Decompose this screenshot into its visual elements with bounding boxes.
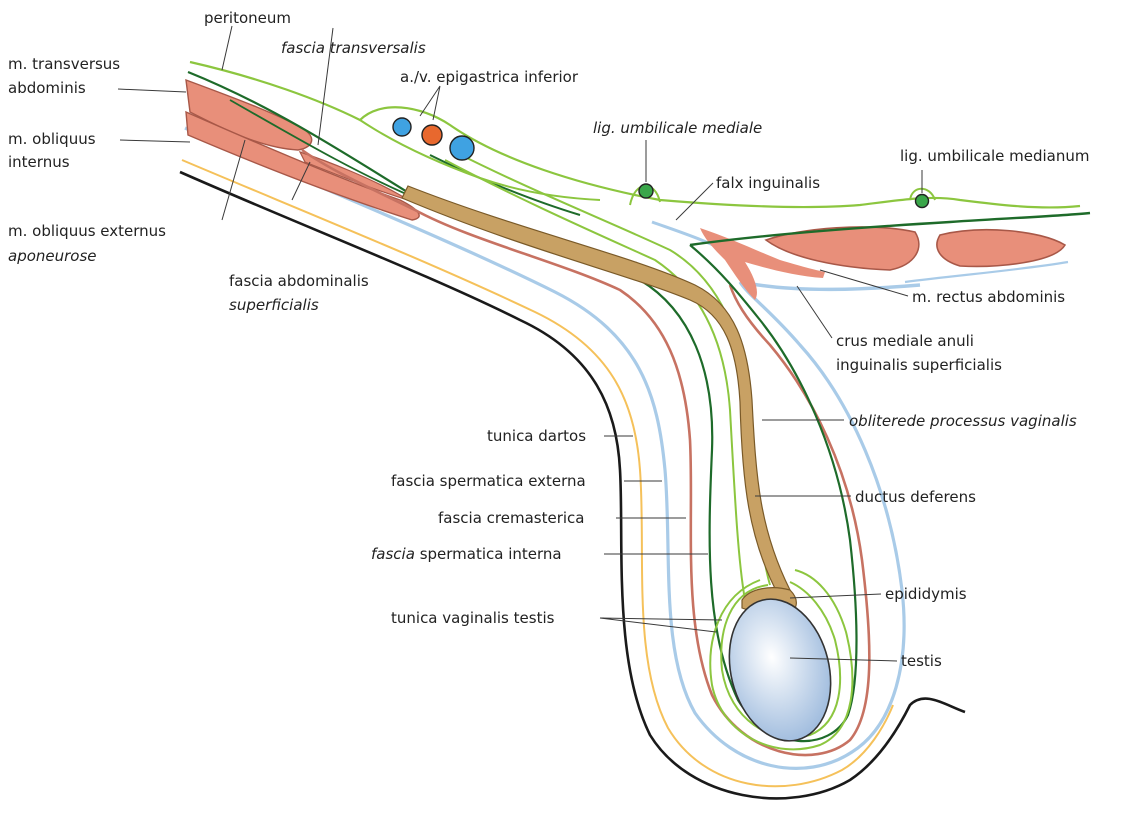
label-transversus-1: m. transversus	[8, 55, 120, 73]
vein-shape-1	[392, 117, 412, 137]
label-fascia-spermatica-interna-1: fascia	[371, 545, 415, 563]
label-rectus-abdominis: m. rectus abdominis	[912, 288, 1065, 306]
label-fascia-spermatica-externa: fascia spermatica externa	[391, 472, 586, 490]
external-oblique-aponeurosis	[184, 126, 906, 770]
label-ductus-deferens: ductus deferens	[855, 488, 976, 506]
label-processus-vaginalis: obliterede processus vaginalis	[849, 412, 1077, 430]
epigastric-fascia-loop	[429, 154, 581, 216]
leader-lines	[117, 25, 923, 662]
label-fascia-cremasterica: fascia cremasterica	[438, 509, 584, 527]
label-obliquus-externus-1: m. obliquus externus	[8, 222, 166, 240]
label-falx-inguinalis: falx inguinalis	[716, 174, 820, 192]
label-tunica-vaginalis: tunica vaginalis testis	[391, 609, 555, 627]
rectus-muscle-left	[764, 226, 920, 271]
label-crus-mediale-2: inguinalis superficialis	[836, 356, 1002, 374]
skin-layer	[179, 170, 966, 800]
label-lig-umbilicale-medianum: lig. umbilicale medianum	[900, 147, 1090, 165]
artery-shape	[421, 124, 443, 146]
label-transversus-2: abdominis	[8, 79, 86, 97]
falx-inguinalis-shape	[700, 228, 825, 300]
testis-shape	[728, 598, 832, 742]
label-lig-umbilicale-mediale: lig. umbilicale mediale	[593, 119, 762, 137]
rectus-muscle-right	[936, 229, 1067, 268]
label-fascia-transversalis: fascia transversalis	[281, 39, 426, 57]
superficial-fascia-layer	[181, 159, 894, 788]
vein-shape-2	[449, 135, 475, 161]
label-epididymis: epididymis	[885, 585, 967, 603]
label-obliquus-internus-2: internus	[8, 153, 70, 171]
tunica-vaginalis-inner	[709, 569, 854, 751]
crus-mediale	[751, 282, 921, 292]
peritoneum-median-fold	[909, 187, 936, 201]
label-obliquus-internus-1: m. obliquus	[8, 130, 96, 148]
label-fascia-spermatica-interna-2: spermatica interna	[420, 545, 562, 563]
internal-oblique-muscle	[185, 110, 420, 221]
label-tunica-dartos: tunica dartos	[487, 427, 586, 445]
fascia-transversalis-deep	[229, 99, 421, 201]
label-peritoneum: peritoneum	[204, 9, 291, 27]
labels: peritoneum fascia transversalis a./v. ep…	[8, 9, 1090, 670]
label-fascia-abdominalis-1: fascia abdominalis	[229, 272, 369, 290]
anterior-rectus-sheath	[904, 260, 1069, 284]
fascia-transversalis-posterior	[689, 211, 1091, 247]
lig-umbilicale-mediale-shape	[638, 183, 654, 199]
label-testis: testis	[901, 652, 942, 670]
label-crus-mediale-1: crus mediale anuli	[836, 332, 974, 350]
label-fascia-spermatica-interna: fascia spermatica interna	[371, 545, 562, 563]
label-epigastric-vessels: a./v. epigastrica inferior	[400, 68, 579, 86]
label-obliquus-externus-2: aponeurose	[8, 247, 97, 265]
processus-vaginalis	[444, 159, 746, 601]
label-fascia-abdominalis-2: superficialis	[229, 296, 319, 314]
layers	[179, 60, 1091, 800]
lig-umbilicale-medianum-shape	[914, 193, 930, 209]
cremasteric-fascia	[301, 148, 871, 757]
